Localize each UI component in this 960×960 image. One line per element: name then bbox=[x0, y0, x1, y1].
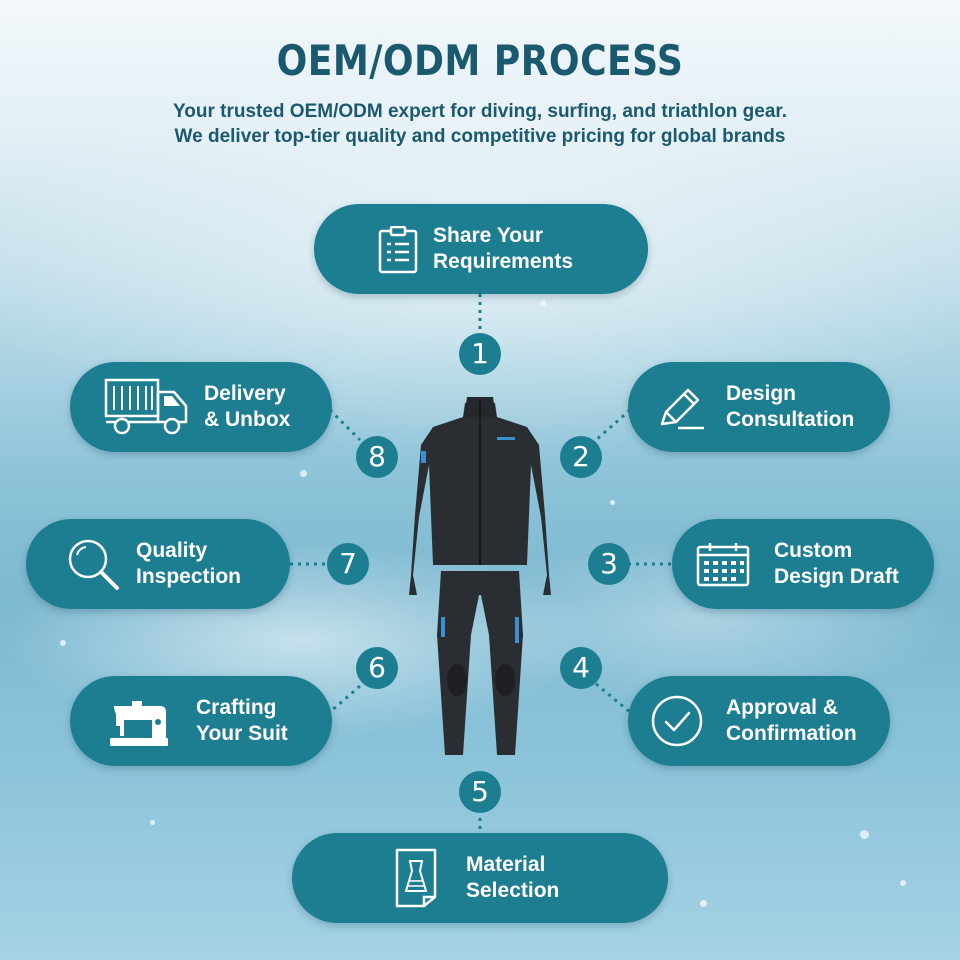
clipboard-icon bbox=[378, 226, 418, 274]
step-8-label-line2: & Unbox bbox=[204, 408, 291, 431]
checkmark-icon bbox=[651, 695, 703, 747]
connector-6 bbox=[329, 684, 361, 714]
step-3-pill[interactable]: Custom Design Draft bbox=[672, 519, 934, 609]
step-2-number: 2 bbox=[560, 436, 602, 478]
connector-2 bbox=[595, 408, 631, 442]
step-7-label-line2: Inspection bbox=[136, 565, 242, 588]
bubble bbox=[860, 830, 869, 839]
step-2-pill[interactable]: Design Consultation bbox=[628, 362, 890, 452]
sewing-machine-icon bbox=[110, 701, 168, 746]
bubble bbox=[150, 820, 155, 825]
step-2-label-line2: Consultation bbox=[726, 408, 855, 431]
step-6-number: 6 bbox=[356, 647, 398, 689]
step-5-pill[interactable]: Material Selection bbox=[292, 833, 668, 923]
truck-icon bbox=[104, 378, 188, 435]
bubble bbox=[700, 900, 707, 907]
step-5-label-line2: Selection bbox=[466, 879, 560, 902]
step-3-label-line1: Custom bbox=[774, 539, 853, 562]
step-4-label-line1: Approval & bbox=[726, 696, 839, 719]
step-1-pill[interactable]: Share Your Requirements bbox=[314, 204, 648, 294]
step-3-number: 3 bbox=[588, 543, 630, 585]
step-1-number: 1 bbox=[459, 333, 501, 375]
bubble bbox=[60, 640, 66, 646]
subtitle-line-1: Your trusted OEM/ODM expert for diving, … bbox=[172, 101, 788, 122]
step-3-label-line2: Design Draft bbox=[774, 565, 899, 588]
step-7-number: 7 bbox=[327, 543, 369, 585]
magnifier-icon bbox=[68, 539, 119, 590]
step-8-pill[interactable]: Delivery & Unbox bbox=[70, 362, 332, 452]
bubble bbox=[900, 880, 906, 886]
subtitle-line-2: We deliver top-tier quality and competit… bbox=[174, 126, 786, 147]
step-5-label-line1: Material bbox=[466, 853, 546, 876]
step-4-label-line2: Confirmation bbox=[726, 722, 857, 745]
step-8-number: 8 bbox=[356, 436, 398, 478]
connector-4 bbox=[595, 682, 631, 714]
wetsuit-image bbox=[409, 397, 551, 755]
bubble bbox=[540, 300, 546, 306]
connector-8 bbox=[328, 408, 362, 442]
step-4-pill[interactable]: Approval & Confirmation bbox=[628, 676, 890, 766]
step-1-label-line1: Share Your bbox=[433, 224, 544, 247]
step-6-label-line1: Crafting bbox=[196, 696, 277, 719]
step-2-label-line1: Design bbox=[726, 382, 797, 405]
page-title: OEM/ODM PROCESS bbox=[276, 36, 684, 85]
step-5-number: 5 bbox=[459, 771, 501, 813]
step-4-number: 4 bbox=[560, 647, 602, 689]
step-6-label-line2: Your Suit bbox=[196, 722, 288, 745]
step-7-label-line1: Quality bbox=[136, 539, 208, 562]
fabric-swatch-icon bbox=[395, 848, 437, 908]
bubble bbox=[610, 500, 615, 505]
calendar-icon bbox=[696, 543, 750, 587]
step-6-pill[interactable]: Crafting Your Suit bbox=[70, 676, 332, 766]
bubble bbox=[300, 470, 307, 477]
step-8-label-line1: Delivery bbox=[204, 382, 286, 405]
step-1-label-line2: Requirements bbox=[433, 250, 574, 273]
step-7-pill[interactable]: Quality Inspection bbox=[26, 519, 290, 609]
pencil-icon bbox=[660, 388, 704, 430]
